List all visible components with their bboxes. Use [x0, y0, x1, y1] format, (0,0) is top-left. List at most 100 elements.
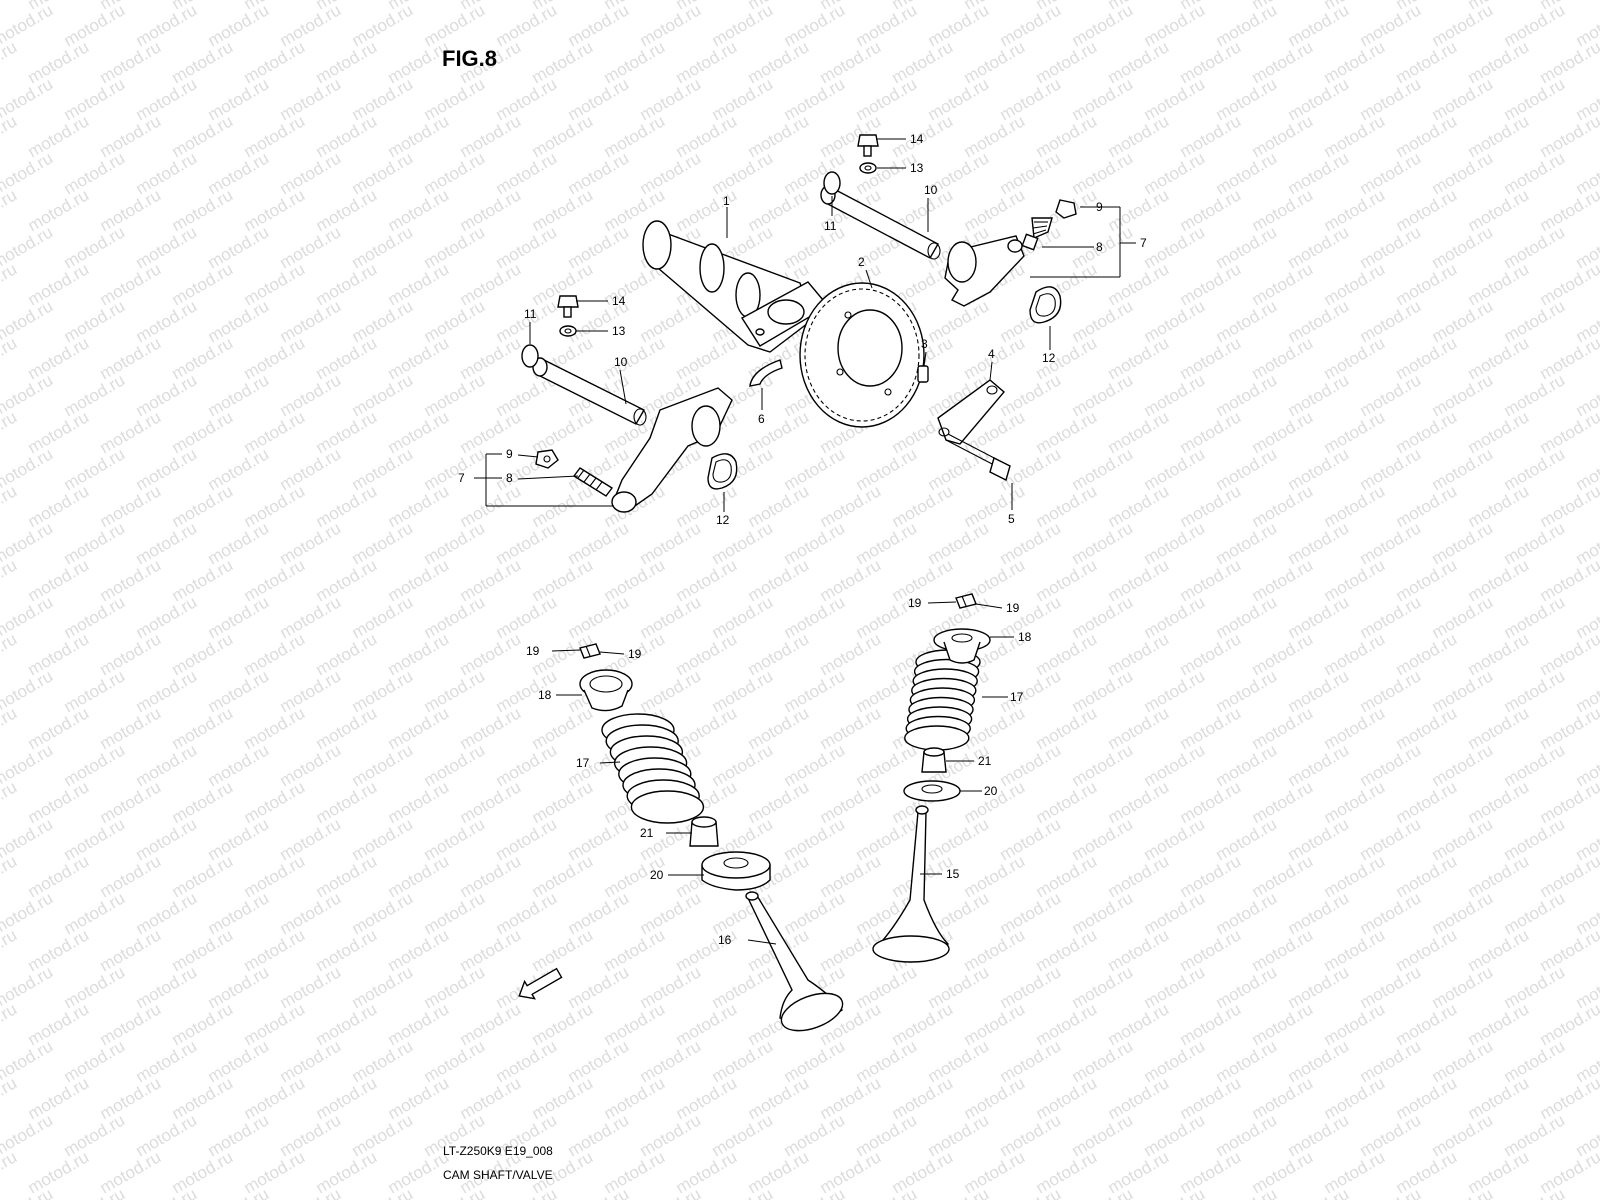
lock-washer[interactable] — [937, 379, 1005, 445]
valve-spring-left[interactable] — [601, 713, 705, 824]
gasket-right[interactable] — [1029, 286, 1062, 324]
rocker-arm-right[interactable] — [944, 235, 1025, 307]
watermark-text: motod.ru — [61, 296, 129, 346]
watermark-text: motod.ru — [925, 0, 993, 50]
watermark-text: motod.ru — [1357, 740, 1425, 790]
watermark-text: motod.ru — [1141, 1184, 1209, 1200]
watermark-text: motod.ru — [1105, 333, 1173, 383]
watermark-text: motod.ru — [205, 296, 273, 346]
watermark-text: motod.ru — [1105, 1147, 1173, 1197]
sprocket-pin[interactable] — [917, 365, 929, 383]
watermark-text: motod.ru — [673, 555, 741, 605]
valve-spring-right[interactable] — [904, 649, 981, 751]
adjust-screw-left[interactable] — [572, 467, 614, 497]
watermark-text: motod.ru — [637, 74, 705, 124]
sprocket-bolt[interactable] — [945, 433, 1011, 482]
watermark-text: motod.ru — [637, 666, 705, 716]
o-ring-right[interactable] — [823, 171, 841, 195]
spring-seat-left[interactable] — [701, 851, 771, 891]
washer-right[interactable] — [859, 162, 877, 174]
callout-4: 4 — [988, 347, 995, 361]
watermark-text: motod.ru — [1285, 370, 1353, 420]
watermark-text: motod.ru — [1537, 925, 1600, 975]
spring-retainer-left[interactable] — [579, 669, 633, 712]
watermark-text: motod.ru — [133, 962, 201, 1012]
intake-valve[interactable] — [745, 891, 848, 1038]
callout-10-left: 10 — [614, 355, 628, 369]
watermark-text: motod.ru — [1321, 925, 1389, 975]
watermark-text: motod.ru — [853, 74, 921, 124]
callout-19-a: 19 — [908, 596, 922, 610]
figure-title: FIG.8 — [442, 46, 497, 71]
camshaft[interactable] — [642, 220, 830, 353]
watermark-text: motod.ru — [745, 629, 813, 679]
watermark-text: motod.ru — [709, 592, 777, 642]
watermark-text: motod.ru — [277, 1110, 345, 1160]
cam-sprocket[interactable] — [799, 282, 925, 428]
adjust-screw-right[interactable] — [1021, 217, 1053, 251]
watermark-text: motod.ru — [1069, 666, 1137, 716]
o-ring-left[interactable] — [521, 344, 539, 368]
watermark-text: motod.ru — [1213, 666, 1281, 716]
lock-nut-right[interactable] — [1055, 199, 1077, 219]
watermark-text: motod.ru — [1141, 962, 1209, 1012]
watermark-text: motod.ru — [205, 666, 273, 716]
watermark-text: motod.ru — [1105, 185, 1173, 235]
watermark-text: motod.ru — [205, 888, 273, 938]
callout-10-right: 10 — [924, 183, 938, 197]
watermark-text: motod.ru — [25, 999, 93, 1049]
watermark-text: motod.ru — [277, 1036, 345, 1086]
rocker-arm-left[interactable] — [611, 387, 733, 513]
watermark-text: motod.ru — [313, 37, 381, 87]
rocker-shaft-right[interactable] — [820, 185, 941, 260]
watermark-text: motod.ru — [133, 296, 201, 346]
watermark-text: motod.ru — [1321, 555, 1389, 605]
callout-19-b: 19 — [1006, 601, 1020, 615]
spring-retainer-right[interactable] — [933, 628, 991, 664]
watermark-text: motod.ru — [61, 444, 129, 494]
watermark-text: motod.ru — [313, 1073, 381, 1123]
watermark-text: motod.ru — [1213, 740, 1281, 790]
watermark-text: motod.ru — [1393, 925, 1461, 975]
watermark-text: motod.ru — [1069, 444, 1137, 494]
callout-20-right: 20 — [984, 784, 998, 798]
watermark-text: motod.ru — [781, 0, 849, 50]
watermark-text: motod.ru — [169, 1147, 237, 1197]
lock-nut-left[interactable] — [535, 449, 559, 469]
watermark-text: motod.ru — [1429, 148, 1497, 198]
watermark-text: motod.ru — [673, 111, 741, 161]
watermark-text: motod.ru — [1213, 518, 1281, 568]
watermark-text: motod.ru — [1357, 74, 1425, 124]
watermark-text: motod.ru — [385, 629, 453, 679]
bolt-right[interactable] — [857, 134, 879, 157]
c-ring[interactable] — [749, 359, 783, 387]
exhaust-valve[interactable] — [872, 805, 950, 963]
watermark-text: motod.ru — [1177, 1147, 1245, 1197]
watermark-text: motod.ru — [1501, 962, 1569, 1012]
watermark-text: motod.ru — [1177, 259, 1245, 309]
watermark-text: motod.ru — [1249, 481, 1317, 531]
watermark-text: motod.ru — [709, 1110, 777, 1160]
watermark-text: motod.ru — [1105, 925, 1173, 975]
watermark-text: motod.ru — [781, 444, 849, 494]
watermark-text: motod.ru — [0, 555, 20, 605]
watermark-text: motod.ru — [313, 629, 381, 679]
watermark-text: motod.ru — [745, 407, 813, 457]
spring-seat-right[interactable] — [903, 780, 961, 802]
stem-seal-left[interactable] — [689, 816, 719, 847]
watermark-text: motod.ru — [385, 185, 453, 235]
callout-9-left: 9 — [506, 447, 513, 461]
watermark-text: motod.ru — [961, 1147, 1029, 1197]
valve-cotter-left[interactable] — [579, 643, 601, 659]
watermark-text: motod.ru — [817, 851, 885, 901]
watermark-text: motod.ru — [1177, 1073, 1245, 1123]
watermark-text: motod.ru — [1213, 0, 1281, 50]
watermark-text: motod.ru — [637, 148, 705, 198]
watermark-text: motod.ru — [421, 370, 489, 420]
washer-left[interactable] — [559, 325, 577, 337]
stem-seal-right[interactable] — [921, 747, 947, 773]
watermark-text: motod.ru — [313, 703, 381, 753]
watermark-text: motod.ru — [889, 37, 957, 87]
gasket-left[interactable] — [707, 453, 738, 490]
bolt-left[interactable] — [557, 295, 579, 318]
